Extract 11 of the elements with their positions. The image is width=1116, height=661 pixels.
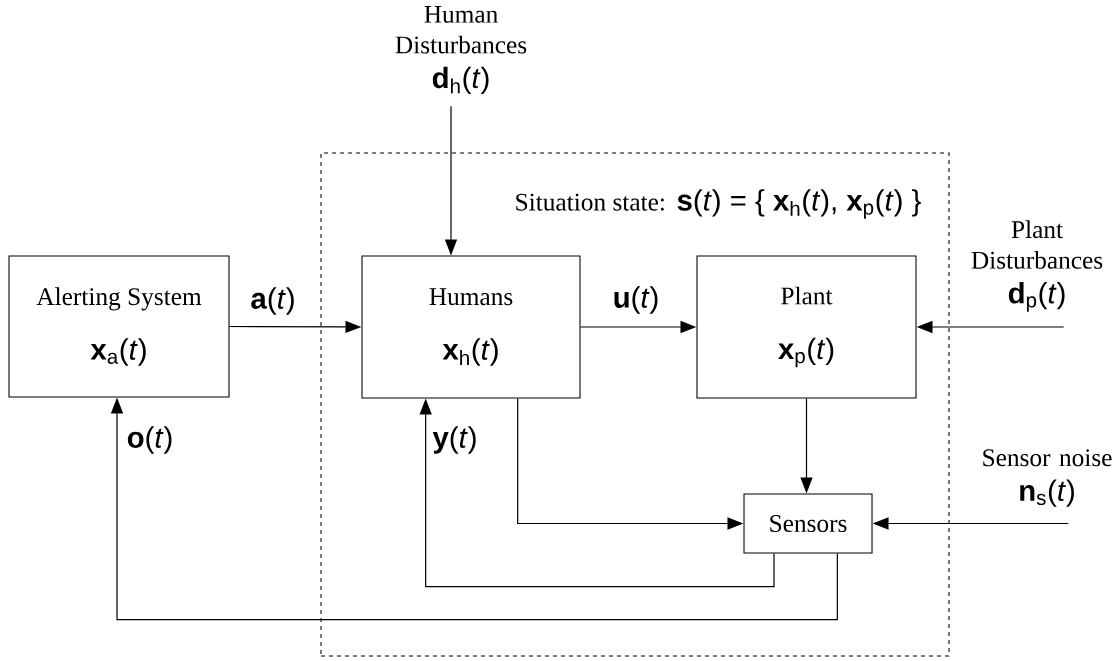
edge-label: a(t) bbox=[249, 286, 297, 316]
input-label: Human Disturbances d$_{h}$(t) bbox=[395, 6, 527, 94]
input-label: Plant Disturbances d$_{p}$(t) bbox=[971, 220, 1103, 312]
edge-label: y(t) bbox=[431, 425, 479, 455]
block-box: Sensors bbox=[743, 493, 873, 554]
block-box: Humans x$_{h}$(t) bbox=[361, 255, 581, 399]
input-label: Sensor noise n$_{s}$(t) bbox=[983, 449, 1112, 507]
block-box: Plant x$_{p}$(t) bbox=[696, 255, 917, 399]
edge-label: o(t) bbox=[125, 425, 175, 455]
block-box: Alerting System x$_{a}$(t) bbox=[8, 255, 230, 398]
edge-label: u(t) bbox=[611, 285, 661, 315]
